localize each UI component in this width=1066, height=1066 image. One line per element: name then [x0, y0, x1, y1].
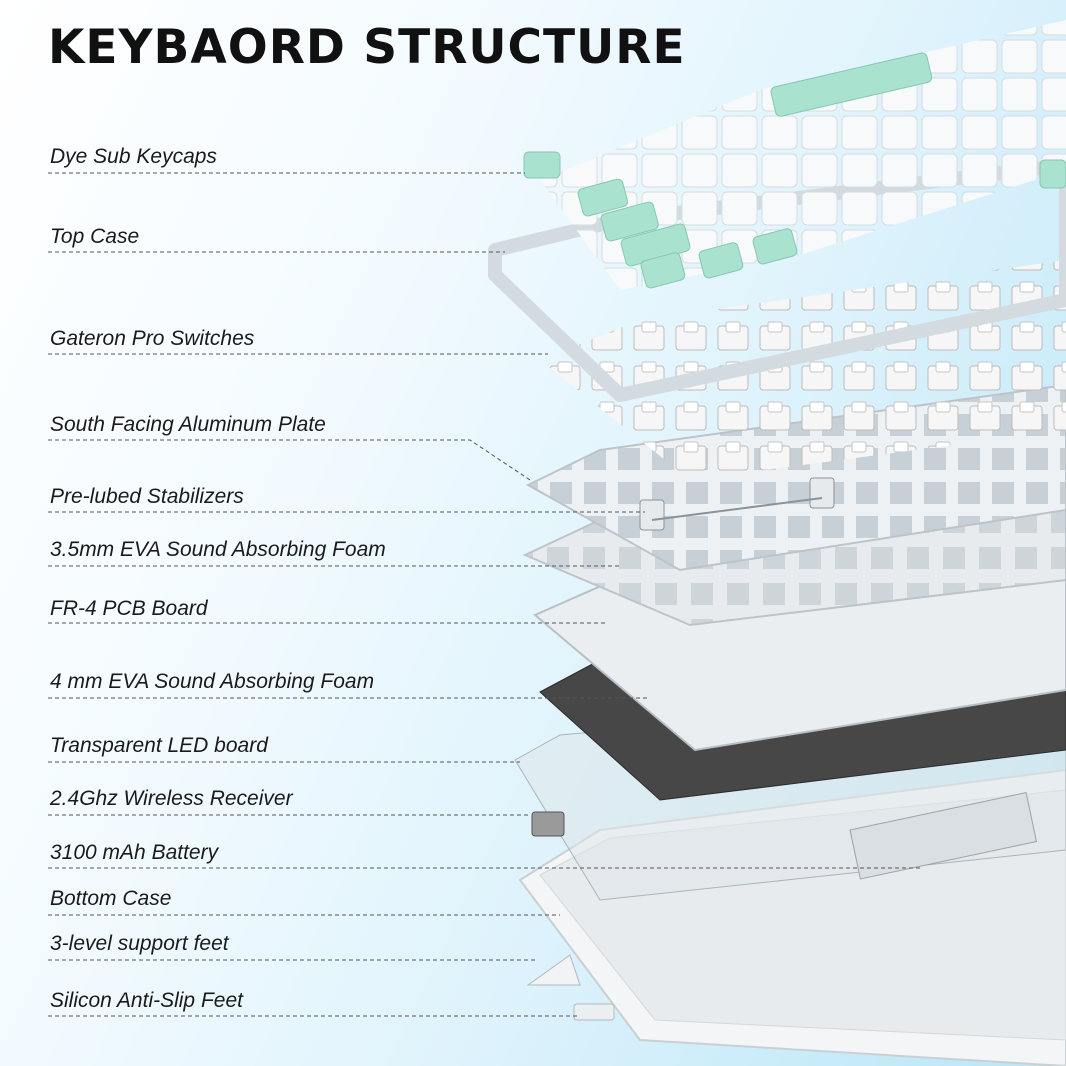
label-gateron-switches: Gateron Pro Switches	[50, 327, 255, 350]
label-top-case: Top Case	[50, 225, 140, 248]
label-dye-sub-keycaps: Dye Sub Keycaps	[50, 145, 217, 168]
anti-slip-feet	[573, 1003, 615, 1021]
label-battery: 3100 mAh Battery	[50, 841, 219, 864]
label-eva-foam-3-5mm: 3.5mm EVA Sound Absorbing Foam	[50, 538, 386, 561]
label-eva-foam-4mm: 4 mm EVA Sound Absorbing Foam	[50, 670, 375, 693]
label-support-feet: 3-level support feet	[50, 932, 229, 955]
label-bottom-case: Bottom Case	[50, 887, 172, 910]
wireless-receiver	[531, 811, 565, 837]
label-wireless-receiver: 2.4Ghz Wireless Receiver	[50, 787, 293, 810]
stabilizers	[639, 477, 835, 531]
label-anti-slip-feet: Silicon Anti-Slip Feet	[50, 989, 243, 1012]
leader-lines	[48, 172, 920, 1017]
battery	[849, 791, 1038, 880]
gateron-switches	[540, 260, 1066, 480]
label-aluminum-plate: South Facing Aluminum Plate	[50, 413, 326, 436]
label-stabilizers: Pre-lubed Stabilizers	[50, 485, 244, 508]
support-feet	[526, 954, 581, 986]
label-pcb-board: FR-4 PCB Board	[50, 597, 208, 620]
keycaps	[523, 20, 1066, 290]
page-title: KEYBAORD STRUCTURE	[48, 20, 686, 75]
label-led-board: Transparent LED board	[50, 734, 268, 757]
